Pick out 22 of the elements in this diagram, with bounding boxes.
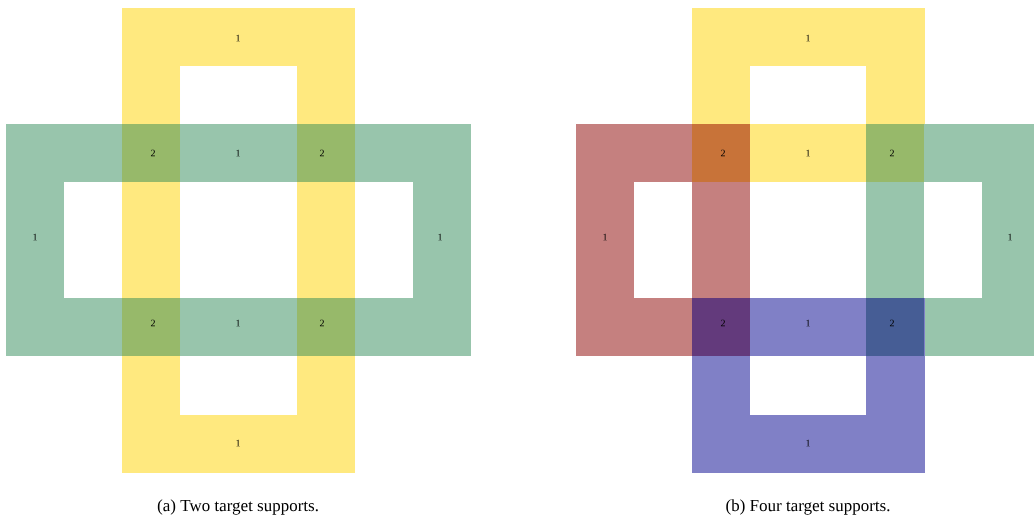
region-number: 1 bbox=[603, 233, 607, 241]
region-number: 2 bbox=[720, 149, 725, 157]
region-number: 2 bbox=[720, 319, 725, 327]
region-number: 2 bbox=[319, 149, 324, 157]
region-number: 1 bbox=[438, 233, 442, 241]
region-number: 2 bbox=[889, 319, 894, 327]
region-number: 1 bbox=[806, 439, 810, 447]
region-number: 1 bbox=[236, 149, 240, 157]
region-number: 1 bbox=[806, 149, 810, 157]
caption: (b) Four target supports. bbox=[726, 499, 890, 515]
region-number: 1 bbox=[806, 319, 810, 327]
region-number: 1 bbox=[236, 439, 240, 447]
region-number: 1 bbox=[806, 34, 810, 42]
caption: (a) Two target supports. bbox=[157, 499, 318, 515]
region-number: 1 bbox=[236, 319, 240, 327]
region-number: 1 bbox=[236, 34, 240, 42]
region-number: 2 bbox=[150, 319, 155, 327]
region-number: 2 bbox=[150, 149, 155, 157]
region-number: 1 bbox=[1008, 233, 1012, 241]
region-number: 1 bbox=[33, 233, 37, 241]
region-number: 2 bbox=[889, 149, 894, 157]
region-number: 2 bbox=[319, 319, 324, 327]
